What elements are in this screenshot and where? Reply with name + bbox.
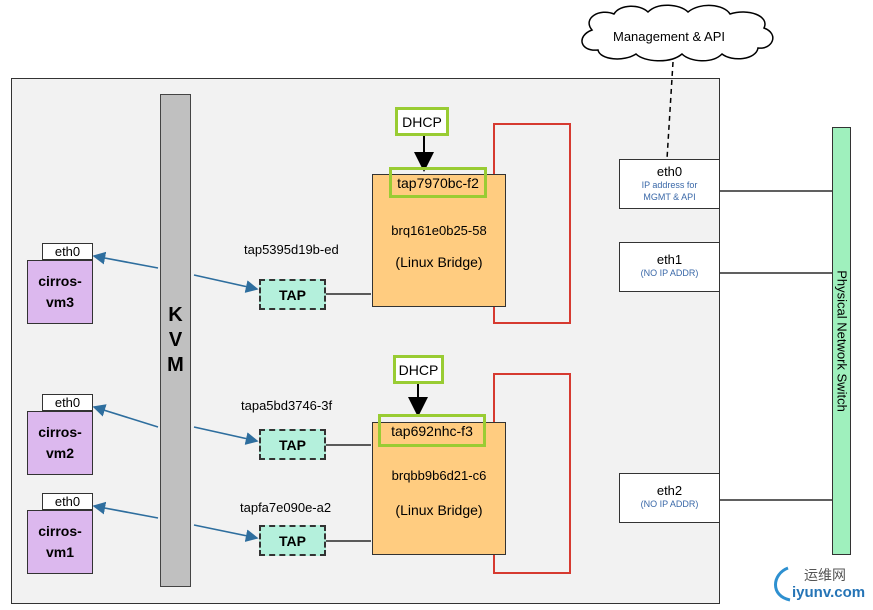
bridge-name-1: brq161e0b25-58 [391, 223, 487, 238]
vm-cirros-vm3[interactable]: cirros-vm3 [27, 260, 93, 324]
bridge-type-2: (Linux Bridge) [395, 502, 483, 518]
vm1-link [92, 501, 159, 519]
vm-name: cirros- [38, 424, 82, 440]
mgmt-link [666, 61, 674, 160]
nic-name: eth0 [656, 164, 683, 179]
management-cloud [581, 4, 774, 62]
vm3-eth0: eth0 [42, 243, 93, 260]
nic-desc: IP address for [641, 180, 698, 190]
physical-network-switch[interactable] [832, 127, 851, 555]
host-nic-eth2[interactable]: eth2 (NO IP ADDR) [619, 473, 720, 523]
kvm-letter: V [168, 329, 183, 351]
vm-name: vm1 [45, 544, 74, 560]
vm2-link [92, 404, 159, 428]
vm-cirros-vm2[interactable]: cirros-vm2 [27, 411, 93, 475]
nic-name: eth2 [656, 483, 683, 498]
vm2-eth0: eth0 [42, 394, 93, 411]
vm-name: vm2 [45, 445, 74, 461]
bridge-name-2: brqbb9b6d21-c6 [391, 468, 487, 483]
nic-desc: (NO IP ADDR) [640, 499, 699, 509]
dhcp-tap-1[interactable]: tap7970bc-f2 [389, 167, 487, 198]
tap-device-2[interactable]: TAP [259, 429, 326, 460]
host-nic-eth0[interactable]: eth0 IP address for MGMT & API [619, 159, 720, 209]
tap-name-1: tap5395d19b-ed [244, 242, 339, 257]
dhcp-label-2: DHCP [393, 355, 444, 384]
kvm-hypervisor: K V M [160, 94, 191, 587]
nic-desc: MGMT & API [643, 192, 696, 202]
tap-name-3: tapfa7e090e-a2 [240, 500, 332, 515]
host-machine [11, 78, 720, 604]
bridge-type-1: (Linux Bridge) [395, 254, 483, 270]
dhcp-tap-2[interactable]: tap692nhc-f3 [378, 414, 486, 447]
watermark-text: 运维网 [804, 567, 846, 583]
nic-desc: (NO IP ADDR) [640, 268, 699, 278]
dhcp-label-1: DHCP [395, 107, 449, 136]
vm3-link [92, 251, 159, 269]
tap2-link [193, 426, 259, 445]
tap1-link [193, 524, 259, 543]
switch-label: Physical Network Switch [834, 270, 850, 412]
vm-name: vm3 [45, 294, 74, 310]
host-nic-eth1[interactable]: eth1 (NO IP ADDR) [619, 242, 720, 292]
kvm-letter: M [167, 354, 184, 376]
nic-name: eth1 [656, 252, 683, 267]
watermark-url: iyunv.com [792, 584, 866, 601]
vm-cirros-vm1[interactable]: cirros-vm1 [27, 510, 93, 574]
tap3-link [193, 274, 259, 293]
kvm-letter: K [168, 304, 183, 326]
tap-device-1[interactable]: TAP [259, 279, 326, 310]
vm1-eth0: eth0 [42, 493, 93, 510]
tap-device-3[interactable]: TAP [259, 525, 326, 556]
vm-name: cirros- [38, 523, 82, 539]
vm-name: cirros- [38, 273, 82, 289]
management-label: Management & API [613, 29, 726, 44]
tap-name-2: tapa5bd3746-3f [241, 398, 333, 413]
